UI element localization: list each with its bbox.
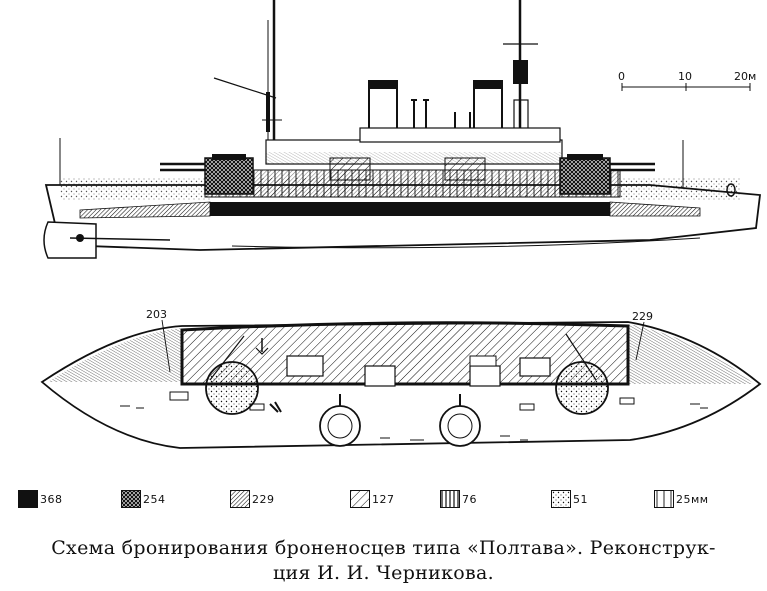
side-elevation (43, 0, 762, 259)
scale-tick-10: 10 (678, 70, 692, 83)
legend-item-76: 76 (440, 488, 477, 510)
callout-203: 203 (146, 308, 167, 321)
legend-item-254: 254 (121, 488, 166, 510)
legend-swatch-vertical-bars (440, 490, 460, 508)
legend-swatch-solid (18, 490, 38, 508)
scale-bar: 0 10 20м (618, 70, 756, 91)
legend-item-25: 25мм (654, 488, 709, 510)
aft-turret-side (559, 157, 611, 195)
legend-swatch-sparse-vertical (654, 490, 674, 508)
legend-item-51: 51 (551, 488, 588, 510)
scale-tick-0: 0 (618, 70, 625, 83)
legend-swatch-dots (551, 490, 571, 508)
legend-swatch-diagonal (350, 490, 370, 508)
legend-label: 51 (573, 492, 588, 506)
figure-caption: Схема бронирования броненосцев типа «Пол… (0, 536, 767, 586)
legend-label: 368 (40, 492, 63, 506)
legend-label: 25мм (676, 492, 709, 506)
legend-label: 76 (462, 492, 477, 506)
scale-tick-20: 20м (734, 70, 756, 83)
legend-item-368: 368 (18, 488, 63, 510)
armor-legend: 368 254 229 127 76 51 25мм (18, 488, 758, 510)
plan-view: 203 229 (40, 308, 762, 449)
legend-swatch-dense-diagonal (230, 490, 250, 508)
legend-item-229: 229 (230, 488, 275, 510)
legend-swatch-crosshatch (121, 490, 141, 508)
fore-turret-plan (205, 361, 259, 415)
caption-line-1: Схема бронирования броненосцев типа «Пол… (51, 537, 716, 559)
legend-label: 229 (252, 492, 275, 506)
main-belt (210, 202, 610, 216)
aft-turret-plan (555, 361, 609, 415)
legend-label: 254 (143, 492, 166, 506)
legend-label: 127 (372, 492, 395, 506)
fore-turret-side (204, 157, 254, 195)
caption-line-2: ция И. И. Черникова. (272, 562, 494, 584)
callout-229: 229 (632, 310, 653, 323)
legend-item-127: 127 (350, 488, 395, 510)
